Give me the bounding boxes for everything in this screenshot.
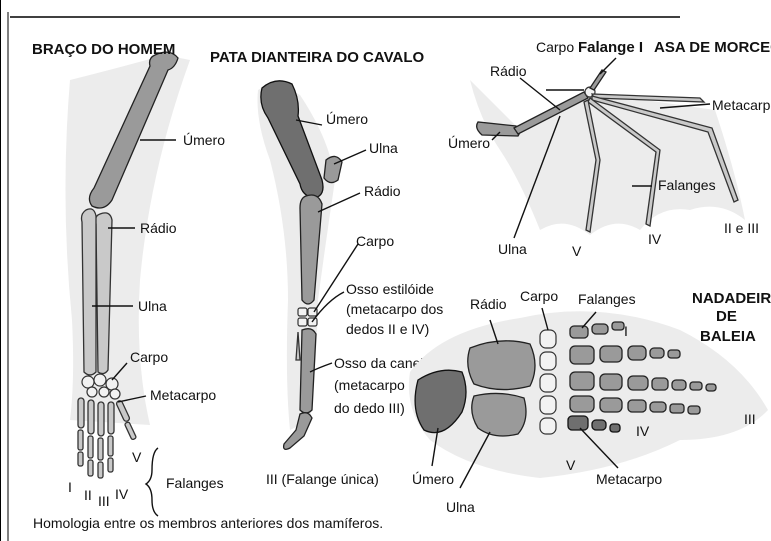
whale-radio-label: Rádio [470, 296, 507, 312]
bat-ulna-label: Ulna [498, 241, 527, 257]
whale-iii-label: III [744, 411, 756, 427]
human-umero-label: Úmero [183, 132, 225, 148]
human-arm [65, 52, 190, 516]
horse-radio-label: Rádio [364, 183, 401, 199]
whale-title-1: NADADEIRA [692, 290, 771, 307]
human-falanges-label: Falanges [166, 475, 224, 491]
human-digit-4: IV [115, 486, 129, 502]
bat-thumb [590, 70, 606, 90]
human-digit-2: II [84, 487, 92, 503]
horse-estiloide-label: Osso estilóide [346, 281, 434, 297]
human-digit-3: III [98, 493, 110, 509]
bat-wing [470, 58, 745, 238]
whale-ulna-label: Ulna [446, 499, 475, 515]
bat-iv-label: IV [648, 231, 662, 247]
whale-falanges-label: Falanges [578, 291, 636, 307]
horse-dedo-label: do dedo III) [334, 400, 405, 416]
horse-metacarpo-label: (metacarpo [334, 377, 405, 393]
bat-umero-label: Úmero [448, 135, 490, 151]
horse-umero-label: Úmero [326, 111, 368, 127]
horse-ulna-label: Ulna [369, 140, 398, 156]
bat-falanges-label: Falanges [658, 177, 716, 193]
whale-i-label: I [624, 323, 628, 339]
horse-carpo-label: Carpo [356, 233, 394, 249]
bat-title: ASA DE MORCEGO [654, 39, 771, 56]
human-radio-label: Rádio [140, 220, 177, 236]
bat-ii-iii-label: II e III [724, 220, 759, 236]
whale-title-3: BALEIA [700, 328, 756, 345]
human-carpo-label: Carpo [130, 349, 168, 365]
bat-metacarpo-label: Metacarpo [712, 97, 771, 113]
whale-umero-label: Úmero [412, 471, 454, 487]
horse-dedos-label: dedos II e IV) [346, 321, 429, 337]
human-digit-1: I [68, 479, 72, 495]
human-metacarpo-label: Metacarpo [150, 387, 216, 403]
bat-falange1-label: Falange I [578, 39, 643, 56]
horse-title: PATA DIANTEIRA DO CAVALO [210, 49, 424, 66]
horse-ulna [324, 156, 342, 182]
horse-leg [258, 81, 367, 450]
human-ulna [82, 209, 97, 375]
bat-carpo-label: Carpo [536, 39, 574, 55]
whale-iv-label: IV [636, 423, 650, 439]
bat-v-label: V [572, 243, 582, 259]
human-digit-5: V [132, 449, 142, 465]
whale-radius [468, 341, 535, 390]
whale-metacarpo-label: Metacarpo [596, 471, 662, 487]
whale-v-label: V [566, 457, 576, 473]
whale-title-2: DE [716, 308, 737, 325]
horse-metacarpo-dos-label: (metacarpo dos [346, 301, 443, 317]
human-title: BRAÇO DO HOMEM [32, 41, 175, 58]
whale-carpo-label: Carpo [520, 288, 558, 304]
horse-falange-label: III (Falange única) [266, 471, 379, 487]
bat-radio-label: Rádio [490, 63, 527, 79]
human-ulna-label: Ulna [138, 298, 167, 314]
whale-ulna [472, 393, 526, 436]
caption: Homologia entre os membros anteriores do… [33, 515, 383, 531]
